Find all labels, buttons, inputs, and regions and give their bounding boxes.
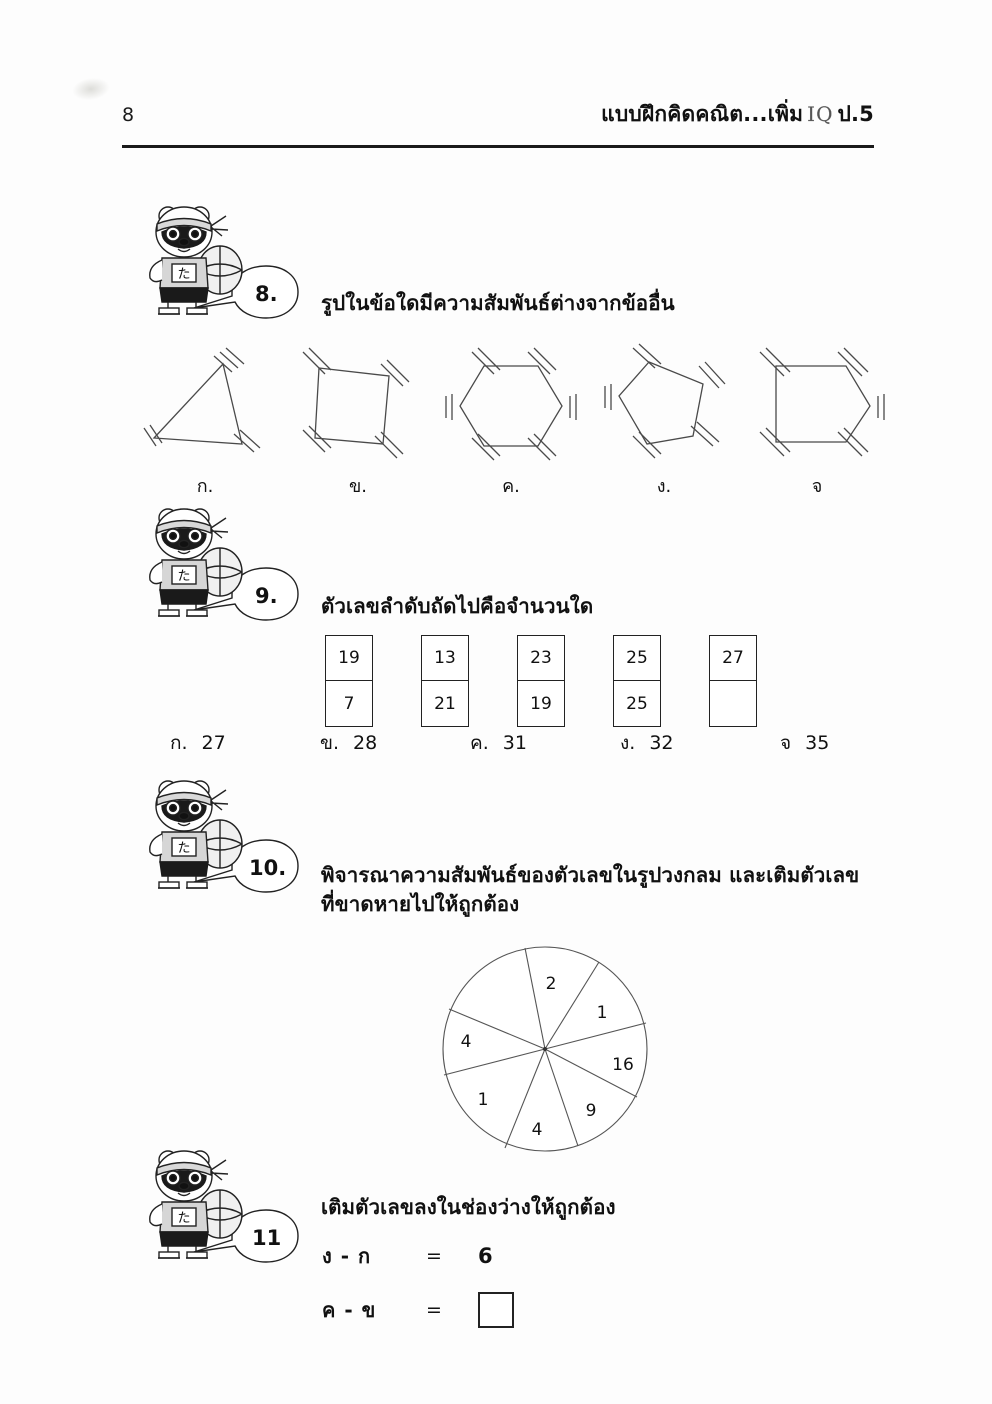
choice-q9-2-value: 28: [353, 732, 378, 754]
pie-sector-value-right: 16: [612, 1055, 634, 1075]
tanuki-mascot-icon: た: [149, 780, 299, 893]
question-text-10: พิจารณาความสัมพันธ์ของตัวเลขในรูปวงกลม แ…: [321, 863, 860, 917]
choice-q9-4-letter: ง.: [620, 732, 636, 754]
question-text-8: รูปในข้อใดมีความสัมพันธ์ต่างจากข้ออื่น: [321, 291, 675, 315]
shape-label-1: ก.: [196, 476, 214, 497]
header-rule: [122, 145, 874, 148]
domino-4: 25 25: [613, 635, 661, 727]
mascot-q8: た 8.: [128, 196, 308, 326]
svg-text:た: た: [177, 569, 190, 584]
choice-q9-4-value: 32: [649, 732, 674, 754]
page-number: 8: [122, 104, 135, 126]
tanuki-mascot-icon: た: [149, 508, 299, 621]
pie-sector-value-lower-right: 9: [585, 1101, 597, 1121]
choice-q9-4[interactable]: ง. 32: [620, 728, 674, 758]
bubble-number-q11: 11: [252, 1226, 282, 1250]
domino-5[interactable]: 27: [709, 635, 757, 727]
iq-mark: IQ: [807, 102, 834, 126]
choice-q9-5[interactable]: จ 35: [780, 728, 829, 758]
domino-3-bottom: 19: [530, 693, 552, 714]
domino-4-top: 25: [614, 636, 660, 681]
domino-3-top: 23: [518, 636, 564, 681]
domino-5-bottom-blank[interactable]: [710, 681, 756, 726]
choice-q9-2-letter: ข.: [320, 732, 340, 754]
choice-q9-3-letter: ค.: [470, 732, 489, 754]
shape-label-5: จ: [811, 476, 823, 497]
pie-circle-icon: [442, 946, 648, 1152]
page-header: 8 แบบฝึกคิดคณิต...เพิ่ม IQ ป.5: [122, 104, 874, 125]
domino-2-top: 13: [422, 636, 468, 681]
watermark: [70, 75, 112, 103]
domino-3: 23 19: [517, 635, 565, 727]
pie-sector-value-top: 2: [545, 974, 557, 994]
choice-q9-3-value: 31: [502, 732, 527, 754]
domino-2-bottom: 21: [434, 693, 456, 714]
choice-q9-5-value: 35: [805, 732, 830, 754]
svg-text:た: た: [177, 1211, 190, 1226]
shape-option-2[interactable]: ข.: [283, 340, 433, 500]
question-text-9: ตัวเลขลำดับถัดไปคือจำนวนใด: [321, 594, 594, 618]
domino-5-top: 27: [710, 636, 756, 681]
choice-q9-1[interactable]: ก. 27: [170, 728, 226, 758]
shape-option-3[interactable]: ค.: [436, 340, 586, 500]
circle-diagram: 2 1 16 9 4 1 4: [441, 945, 649, 1153]
quadrilateral-shape-icon: [302, 347, 410, 459]
domino-2: 13 21: [421, 635, 469, 727]
shape-label-3: ค.: [502, 476, 520, 497]
answer-choices-q9: ก. 27 ข. 28 ค. 31 ง. 32 จ 35: [130, 728, 890, 760]
shape-label-2: ข.: [348, 476, 368, 497]
bubble-number-q10: 10.: [249, 856, 287, 880]
question-text-11: เติมตัวเลขลงในช่องว่างให้ถูกต้อง: [321, 1195, 616, 1219]
shape-option-5[interactable]: จ: [742, 340, 892, 500]
domino-1: 19 7: [325, 635, 373, 727]
header-title-suffix: ป.5: [837, 102, 874, 126]
choice-q9-3[interactable]: ค. 31: [470, 728, 527, 758]
domino-1-top: 19: [326, 636, 372, 681]
bubble-number-q9: 9.: [255, 584, 278, 608]
tanuki-mascot-icon: た: [149, 206, 299, 319]
hexagon-shape-icon: [445, 347, 577, 461]
choice-q9-1-letter: ก.: [170, 732, 188, 754]
pie-sector-value-left: 4: [460, 1032, 472, 1052]
mascot-q10: た 10.: [128, 770, 308, 900]
pie-sector-value-upper-right: 1: [596, 1003, 608, 1023]
bubble-number-q8: 8.: [255, 282, 278, 306]
header-title-prefix: แบบฝึกคิดคณิต...เพิ่ม: [601, 102, 804, 126]
shape-option-1[interactable]: ก.: [130, 340, 280, 500]
svg-text:た: た: [177, 267, 190, 282]
svg-text:た: た: [177, 841, 190, 856]
equation-2-answer-box[interactable]: [478, 1292, 514, 1328]
mascot-q11: た 11: [128, 1140, 308, 1270]
choice-q9-1-value: 27: [201, 732, 226, 754]
mascot-q9: た 9.: [128, 498, 308, 628]
pie-sector-value-lower-left: 1: [477, 1090, 489, 1110]
domino-sequence: 19 7 13 21 23 19 25 25 27: [325, 635, 885, 730]
equation-1-rhs: 6: [478, 1244, 493, 1268]
equation-2-sign: =: [426, 1299, 442, 1321]
shape-option-4[interactable]: ง.: [589, 340, 739, 500]
shape-label-4: ง.: [656, 476, 672, 497]
domino-1-bottom: 7: [343, 693, 355, 714]
pie-sector-value-bottom: 4: [531, 1120, 543, 1140]
triangle-shape-icon: [143, 347, 261, 453]
equations-q11: ง - ก = 6 ค - ข =: [322, 1234, 642, 1332]
equation-1-lhs: ง - ก: [322, 1244, 372, 1268]
hexagon-wide-shape-icon: [759, 347, 885, 457]
equation-row-1: ง - ก = 6: [322, 1234, 642, 1278]
choice-q9-5-letter: จ: [780, 732, 792, 754]
equation-2-lhs: ค - ข: [322, 1298, 377, 1322]
shape-options-row: ก. ข.: [130, 340, 890, 500]
equation-1-sign: =: [426, 1245, 442, 1267]
domino-4-bottom: 25: [626, 693, 648, 714]
choice-q9-2[interactable]: ข. 28: [320, 728, 377, 758]
equation-row-2: ค - ข =: [322, 1288, 642, 1332]
tanuki-mascot-icon: た: [149, 1150, 299, 1263]
header-title: แบบฝึกคิดคณิต...เพิ่ม IQ ป.5: [601, 104, 874, 125]
pentagon-shape-icon: [604, 343, 726, 459]
